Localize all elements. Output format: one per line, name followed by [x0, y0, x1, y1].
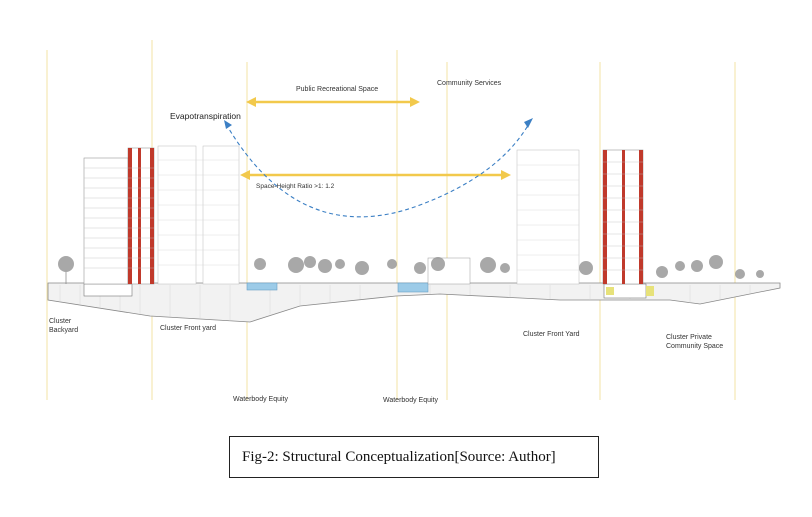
label-cluster-backyard: Cluster Backyard [49, 317, 78, 335]
public-space-arrow [246, 97, 420, 107]
trees [58, 255, 764, 284]
figure-caption-box: Fig-2: Structural Conceptualization[Sour… [229, 436, 599, 478]
label-cluster-private-community-space: Cluster Private Community Space [666, 333, 723, 351]
evapotranspiration-arc [225, 121, 531, 218]
waterbody-left [246, 282, 278, 291]
arc-arrowhead-right [524, 118, 533, 128]
label-public-recreational-space: Public Recreational Space [296, 86, 379, 93]
building-left-mid [157, 145, 240, 285]
label-waterbody-equity-right: Waterbody Equity [383, 397, 438, 404]
building-left-floors [84, 167, 154, 269]
waterbody-right [397, 282, 429, 293]
label-cluster-private-line1: Cluster Private [666, 334, 712, 341]
label-cluster-backyard-line2: Backyard [49, 327, 79, 334]
figure-caption: Fig-2: Structural Conceptualization[Sour… [242, 448, 556, 465]
label-community-services: Community Services [437, 80, 502, 87]
label-waterbody-equity-left: Waterbody Equity [233, 396, 288, 403]
label-evapotranspiration: Evapotranspiration [170, 111, 241, 121]
guide-lines [46, 40, 736, 400]
arc-arrowhead-left [224, 120, 232, 129]
label-cluster-private-line2: Community Space [666, 343, 724, 350]
building-left-tall [83, 147, 155, 285]
label-cluster-backyard-line1: Cluster [49, 318, 72, 325]
ground-section [47, 282, 781, 323]
building-right-mid [516, 149, 580, 285]
label-cluster-front-yard-right: Cluster Front Yard [523, 331, 580, 338]
label-space-height-ratio: Space-Height Ratio >1: 1.2 [256, 183, 335, 190]
space-height-arrow [240, 170, 511, 180]
label-cluster-front-yard-left: Cluster Front yard [160, 325, 217, 332]
building-right-tall [602, 149, 644, 285]
